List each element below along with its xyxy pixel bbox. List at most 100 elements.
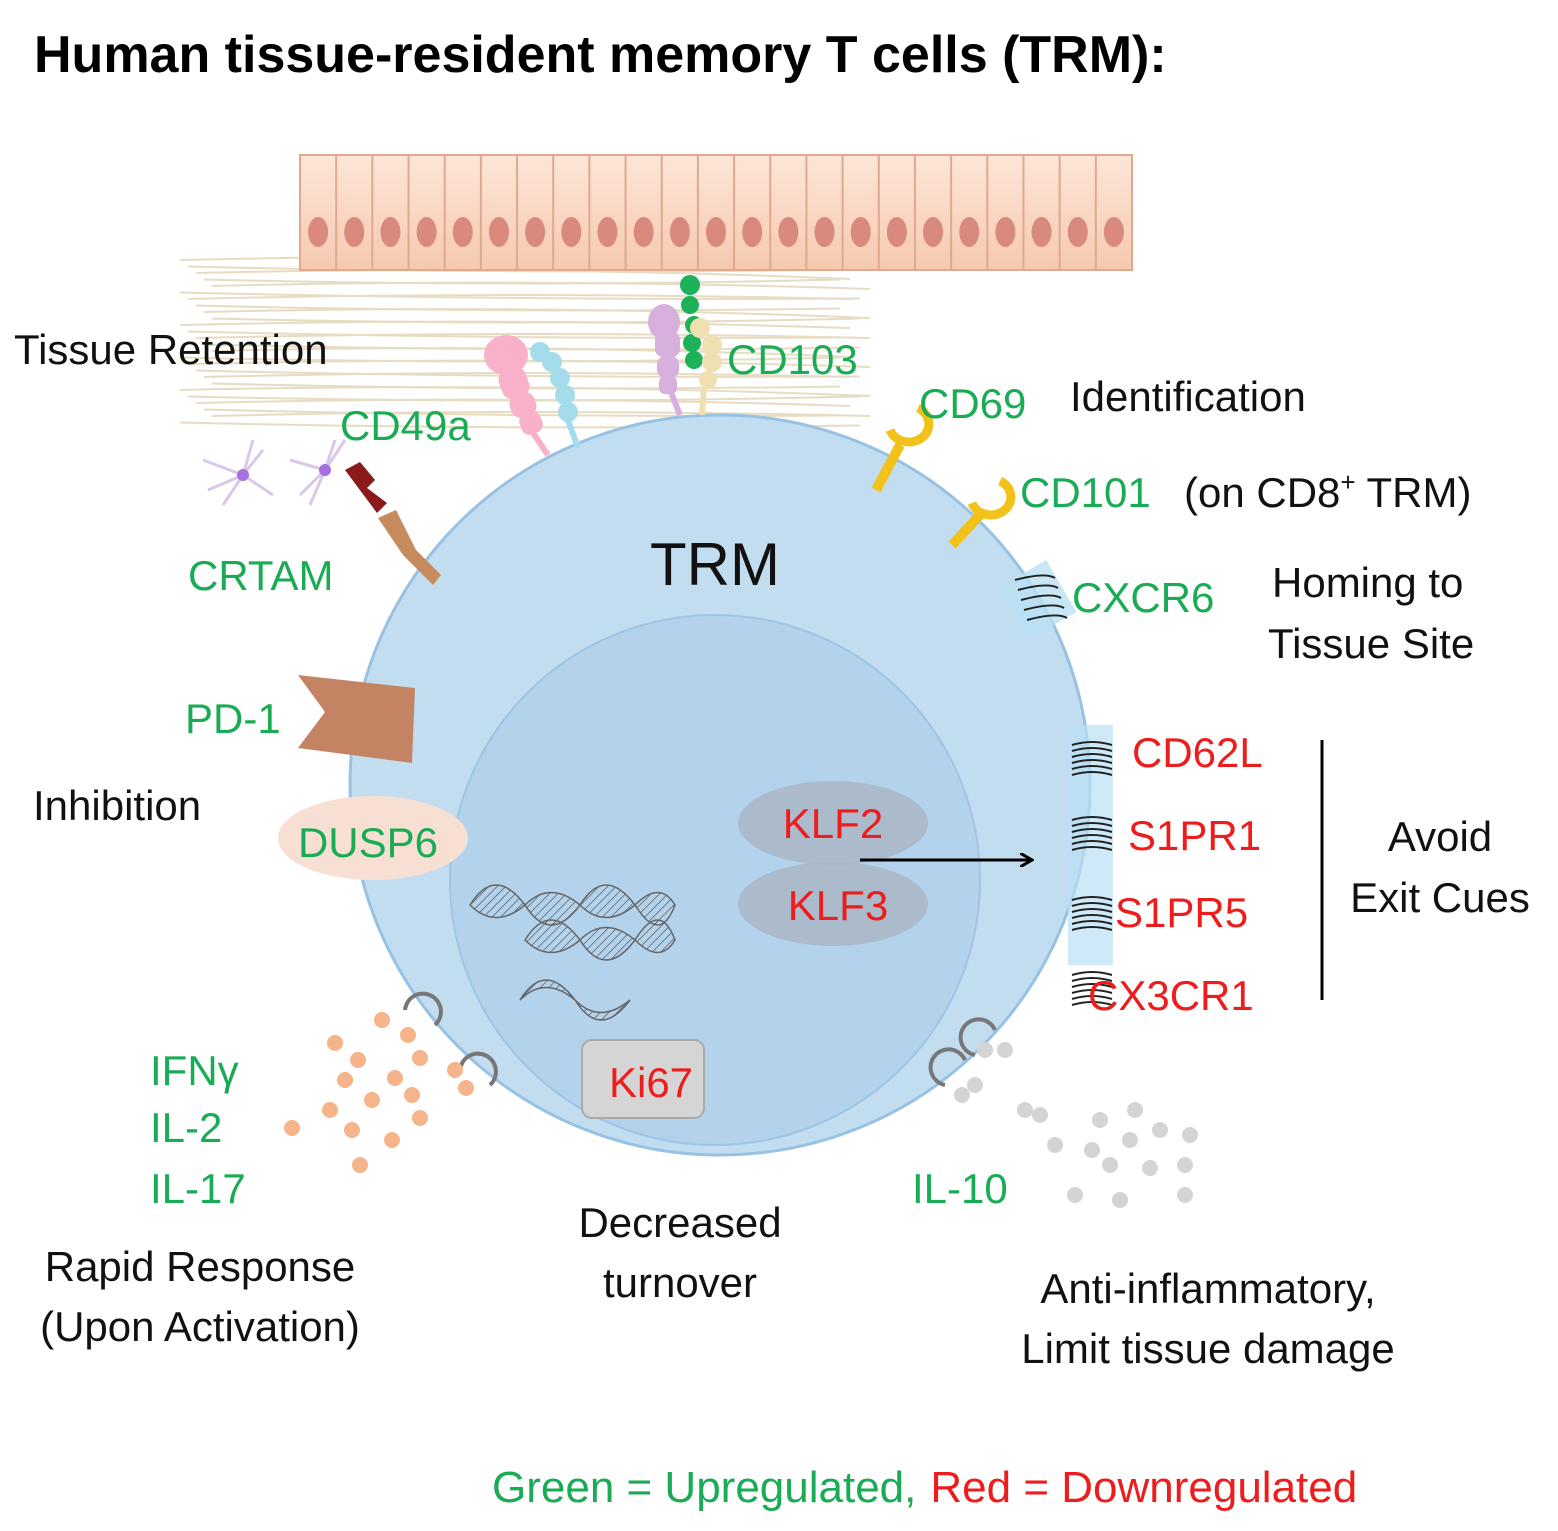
legend-green: Green = Upregulated, bbox=[492, 1463, 916, 1512]
epithelial-nucleus bbox=[416, 217, 437, 247]
cytokine-dot bbox=[967, 1077, 983, 1093]
s1pr5-label: S1PR5 bbox=[1115, 889, 1248, 936]
epithelial-nucleus bbox=[308, 217, 329, 247]
cd101-label: CD101 bbox=[1020, 469, 1151, 516]
cytokine-dot bbox=[954, 1087, 970, 1103]
epithelial-nucleus bbox=[886, 217, 907, 247]
cytokine-dot bbox=[1092, 1112, 1108, 1128]
epithelial-nucleus bbox=[597, 217, 618, 247]
epithelial-nucleus bbox=[633, 217, 654, 247]
cytokine-dot bbox=[1177, 1157, 1193, 1173]
pd1-label: PD-1 bbox=[185, 695, 281, 742]
epithelial-nucleus bbox=[344, 217, 365, 247]
cxcr6-label: CXCR6 bbox=[1072, 574, 1214, 621]
cxcr6-receptor-icon bbox=[998, 560, 1077, 640]
dusp6-ellipse bbox=[278, 796, 468, 880]
cd101-note: (on CD8+ TRM) bbox=[1184, 467, 1471, 516]
cd49a-receptor-icon bbox=[484, 335, 581, 457]
epithelial-nucleus bbox=[1103, 217, 1124, 247]
cytokine-dot bbox=[412, 1050, 428, 1066]
anti-inflammatory-cytokines bbox=[954, 1042, 1198, 1208]
cytokine-dot bbox=[1152, 1122, 1168, 1138]
ki67-box bbox=[581, 1039, 705, 1119]
exit-receptors-icon bbox=[1068, 725, 1113, 1006]
cytokine-dot bbox=[400, 1027, 416, 1043]
cd69-label: CD69 bbox=[919, 380, 1026, 427]
identification-label: Identification bbox=[1070, 373, 1306, 420]
epithelial-nucleus bbox=[742, 217, 763, 247]
il10-label: IL-10 bbox=[912, 1165, 1008, 1212]
cytokine-dot bbox=[1084, 1142, 1100, 1158]
epithelial-nucleus bbox=[778, 217, 799, 247]
cytokine-dot bbox=[1032, 1107, 1048, 1123]
cytokine-dot bbox=[384, 1132, 400, 1148]
cytokine-dot bbox=[322, 1102, 338, 1118]
dendritic-cell-icon bbox=[202, 439, 347, 506]
proinflammatory-cytokines bbox=[284, 1012, 474, 1173]
cd62l-label: CD62L bbox=[1132, 729, 1263, 776]
cytokine-dot bbox=[1102, 1157, 1118, 1173]
klf2-ellipse bbox=[738, 781, 928, 865]
cytokine-dot bbox=[327, 1035, 343, 1051]
ifng-label: IFNγ bbox=[150, 1047, 239, 1094]
cell-label: TRM bbox=[650, 531, 780, 598]
cytokine-dot bbox=[997, 1042, 1013, 1058]
crtam-label: CRTAM bbox=[188, 552, 333, 599]
cd49a-label: CD49a bbox=[340, 402, 471, 449]
epithelial-nucleus bbox=[995, 217, 1016, 247]
cytokine-dot bbox=[1067, 1187, 1083, 1203]
secretion-vesicles bbox=[403, 991, 997, 1087]
cd69-receptor-icon bbox=[871, 403, 934, 493]
avoid-label-line1: Avoid bbox=[1388, 813, 1492, 860]
epithelial-nucleus bbox=[1067, 217, 1088, 247]
epithelial-nucleus bbox=[380, 217, 401, 247]
dusp6-label: DUSP6 bbox=[298, 819, 438, 866]
cytokine-dot bbox=[1177, 1187, 1193, 1203]
cytokine-dot bbox=[412, 1110, 428, 1126]
anti-inflammatory-line1: Anti-inflammatory, bbox=[1040, 1265, 1375, 1312]
cytokine-dot bbox=[337, 1072, 353, 1088]
dna-icon bbox=[469, 884, 676, 1021]
anti-inflammatory-line2: Limit tissue damage bbox=[1021, 1325, 1395, 1372]
homing-label-line1: Homing to bbox=[1272, 559, 1463, 606]
klf3-ellipse bbox=[738, 862, 928, 946]
cytokine-dot bbox=[1112, 1192, 1128, 1208]
avoid-label-line2: Exit Cues bbox=[1350, 874, 1530, 921]
cytokine-dot bbox=[344, 1122, 360, 1138]
cytokine-dot bbox=[364, 1092, 380, 1108]
turnover-line1: Decreased bbox=[578, 1199, 781, 1246]
cytokine-dot bbox=[458, 1080, 474, 1096]
cytokine-dot bbox=[284, 1120, 300, 1136]
turnover-line2: turnover bbox=[603, 1259, 757, 1306]
epithelial-nucleus bbox=[923, 217, 944, 247]
tissue-retention-label: Tissue Retention bbox=[14, 326, 328, 373]
epithelial-nucleus bbox=[669, 217, 690, 247]
epithelial-nucleus bbox=[1031, 217, 1052, 247]
il17-label: IL-17 bbox=[150, 1165, 246, 1212]
cytokine-dot bbox=[350, 1052, 366, 1068]
epithelial-nucleus bbox=[525, 217, 546, 247]
epithelial-nucleus bbox=[959, 217, 980, 247]
klf3-label: KLF3 bbox=[788, 882, 888, 929]
epithelial-nucleus bbox=[561, 217, 582, 247]
cytokine-dot bbox=[1142, 1160, 1158, 1176]
cytokine-dot bbox=[374, 1012, 390, 1028]
cx3cr1-label: CX3CR1 bbox=[1088, 972, 1254, 1019]
epithelial-nucleus bbox=[814, 217, 835, 247]
crtam-receptor-icon bbox=[345, 462, 441, 585]
klf2-label: KLF2 bbox=[783, 800, 883, 847]
cytokine-dot bbox=[447, 1062, 463, 1078]
cytokine-dot bbox=[387, 1070, 403, 1086]
rapid-response-line1: Rapid Response bbox=[45, 1243, 356, 1290]
epithelial-nucleus bbox=[488, 217, 509, 247]
epithelial-nucleus bbox=[850, 217, 871, 247]
homing-label-line2: Tissue Site bbox=[1268, 620, 1474, 667]
cytokine-dot bbox=[1127, 1102, 1143, 1118]
diagram-title: Human tissue-resident memory T cells (TR… bbox=[34, 26, 1167, 84]
s1pr1-label: S1PR1 bbox=[1128, 812, 1261, 859]
epithelial-nucleus bbox=[706, 217, 726, 247]
cytokine-dot bbox=[404, 1087, 420, 1103]
inhibition-label: Inhibition bbox=[33, 782, 201, 829]
cytokine-dot bbox=[1047, 1137, 1063, 1153]
